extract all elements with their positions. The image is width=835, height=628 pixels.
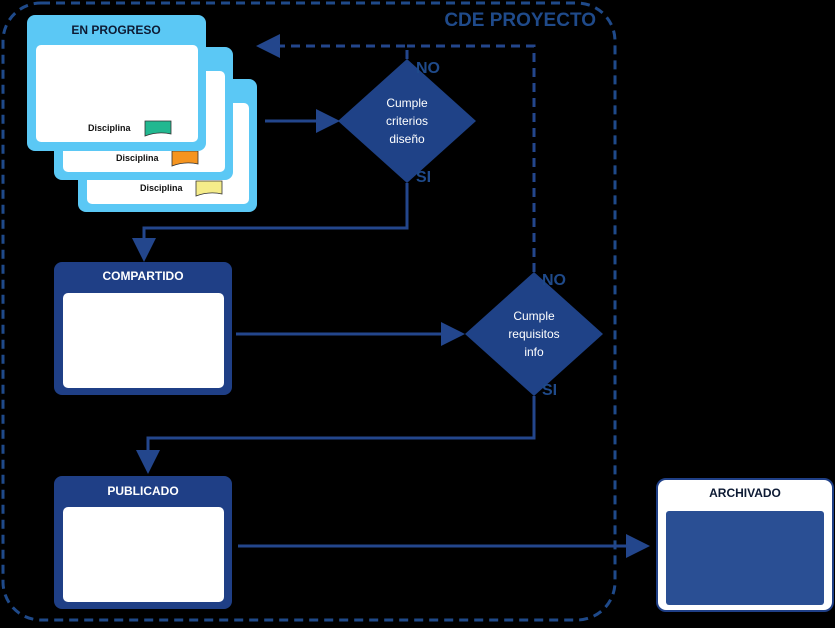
decision-design-line-2: criterios bbox=[386, 114, 428, 128]
decision-design-line-3: diseño bbox=[389, 132, 425, 146]
archivado-title: ARCHIVADO bbox=[709, 486, 781, 500]
connector-info-no-return bbox=[407, 44, 536, 272]
compartido-state: COMPARTIDO bbox=[54, 262, 232, 395]
discipline-tag-yellow bbox=[195, 180, 223, 197]
en-progreso-stack: Disciplina Disciplina EN PROGRESO Discip… bbox=[27, 15, 257, 212]
publicado-state: PUBLICADO bbox=[54, 476, 232, 609]
decision-design-line-1: Cumple bbox=[386, 96, 428, 110]
archivado-state: ARCHIVADO bbox=[656, 478, 834, 612]
discipline-tag-orange bbox=[171, 150, 199, 167]
cde-container-title: CDE PROYECTO bbox=[444, 10, 596, 31]
flow-connectors bbox=[132, 34, 650, 558]
decision-info-no-label: NO bbox=[542, 272, 566, 289]
discipline-label: Disciplina bbox=[116, 153, 160, 163]
en-progreso-card: EN PROGRESO Disciplina bbox=[27, 15, 206, 151]
compartido-title: COMPARTIDO bbox=[102, 269, 183, 283]
decision-info-line-1: Cumple bbox=[513, 309, 555, 323]
connector-design-yes-to-compartido bbox=[132, 183, 409, 262]
discipline-label: Disciplina bbox=[88, 123, 132, 133]
decision-design-criteria: Cumple criterios diseño NO SI bbox=[338, 59, 476, 186]
discipline-tag-green bbox=[144, 120, 172, 137]
decision-info-requirements: Cumple requisitos info NO SI bbox=[465, 272, 603, 399]
connector-design-no-return bbox=[256, 34, 409, 59]
decision-design-no-label: NO bbox=[416, 60, 440, 77]
decision-info-line-3: info bbox=[524, 345, 544, 359]
cde-container-border bbox=[1, 1, 617, 622]
discipline-label: Disciplina bbox=[140, 183, 184, 193]
decision-info-line-2: requisitos bbox=[508, 327, 559, 341]
decision-design-yes-label: SI bbox=[416, 169, 431, 186]
connector-info-yes-to-publicado bbox=[136, 396, 536, 474]
en-progreso-title: EN PROGRESO bbox=[71, 23, 160, 37]
decision-info-yes-label: SI bbox=[542, 382, 557, 399]
publicado-title: PUBLICADO bbox=[107, 484, 178, 498]
